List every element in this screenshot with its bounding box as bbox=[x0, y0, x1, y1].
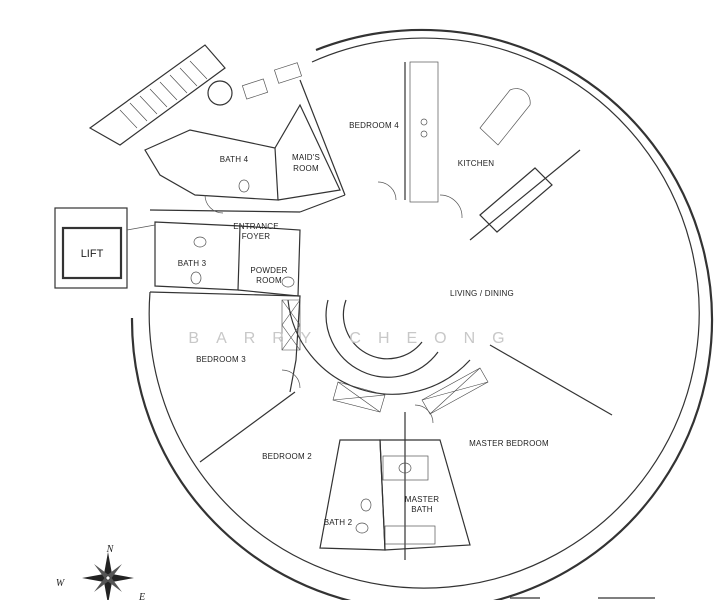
service-box-1 bbox=[241, 78, 269, 100]
compass-north: N bbox=[106, 544, 115, 555]
label-maids-room-2: ROOM bbox=[293, 164, 319, 173]
label-bath-2: BATH 2 bbox=[324, 518, 353, 527]
kitchen-counter-2 bbox=[479, 167, 553, 233]
master-bath-vanity bbox=[382, 455, 429, 481]
compass-rose-icon bbox=[82, 552, 134, 600]
label-powder-room-2: ROOM bbox=[256, 276, 282, 285]
label-living-dining: LIVING / DINING bbox=[450, 289, 514, 298]
label-powder-room-1: POWDER bbox=[250, 266, 287, 275]
label-bath-3: BATH 3 bbox=[178, 259, 207, 268]
powder-room-box bbox=[237, 225, 301, 297]
maids-room-walls bbox=[274, 103, 341, 201]
wall-br3-br2 bbox=[199, 391, 296, 463]
inner-exterior-wall bbox=[148, 37, 700, 589]
wardrobe-master bbox=[421, 367, 489, 415]
label-master-bath-2: BATH bbox=[411, 505, 433, 514]
label-bedroom-2: BEDROOM 2 bbox=[262, 452, 312, 461]
core-arc bbox=[325, 299, 439, 378]
label-master-bath-1: MASTER bbox=[405, 495, 440, 504]
door-swing-bedroom3 bbox=[281, 369, 301, 389]
wall-kitchen-living bbox=[469, 149, 581, 241]
bath3-basin bbox=[193, 236, 207, 248]
core-arc-outer bbox=[287, 299, 471, 395]
master-bath-basin bbox=[398, 462, 412, 474]
foyer-walls bbox=[149, 194, 346, 213]
bath2-walls bbox=[319, 439, 386, 551]
bath4-walls bbox=[144, 129, 279, 201]
lift-link bbox=[126, 224, 156, 231]
bath3-box bbox=[154, 221, 241, 291]
door-swing-bedroom4 bbox=[377, 181, 397, 201]
stair-treads bbox=[119, 60, 208, 129]
wall-bedroom4-left bbox=[299, 79, 346, 196]
kitchen-island bbox=[479, 88, 531, 146]
door-swing-kitchen bbox=[439, 194, 463, 219]
wardrobe-bedroom3 bbox=[281, 299, 301, 351]
outer-balcony-wall bbox=[130, 28, 714, 600]
lift-car bbox=[61, 226, 123, 280]
door-swing-foyer bbox=[204, 194, 224, 214]
service-box-2 bbox=[273, 62, 303, 84]
wall-master-living bbox=[489, 344, 613, 416]
bath2-toilet bbox=[355, 522, 369, 534]
core-arc-inner bbox=[342, 299, 423, 360]
label-lift: LIFT bbox=[81, 248, 104, 260]
compass-east: E bbox=[138, 592, 145, 600]
label-kitchen: KITCHEN bbox=[458, 159, 495, 168]
lift-shaft-outer bbox=[54, 207, 128, 289]
label-maids-room-1: MAID'S bbox=[292, 153, 320, 162]
wardrobe-bedroom2 bbox=[332, 381, 386, 413]
kitchen-hob-2 bbox=[420, 130, 428, 138]
label-master-bedroom: MASTER BEDROOM bbox=[469, 439, 549, 448]
powder-basin bbox=[281, 276, 295, 288]
watermark: BARRY CHEONG bbox=[188, 330, 521, 347]
compass-west: W bbox=[56, 578, 66, 589]
kitchen-hob-1 bbox=[420, 118, 428, 126]
kitchen-counter bbox=[409, 61, 439, 203]
label-entrance-foyer-2: FOYER bbox=[242, 232, 271, 241]
label-entrance-foyer-1: ENTRANCE bbox=[233, 222, 279, 231]
service-column bbox=[207, 80, 233, 106]
label-bedroom-4: BEDROOM 4 bbox=[349, 121, 399, 130]
stair-outline bbox=[88, 44, 226, 146]
bath2-basin bbox=[360, 498, 372, 512]
bath3-toilet bbox=[190, 271, 202, 285]
label-bedroom-3: BEDROOM 3 bbox=[196, 355, 246, 364]
master-bath-tub bbox=[384, 525, 436, 545]
label-bath-4: BATH 4 bbox=[220, 155, 249, 164]
bath4-toilet bbox=[238, 179, 250, 193]
door-swing-master bbox=[414, 404, 434, 424]
